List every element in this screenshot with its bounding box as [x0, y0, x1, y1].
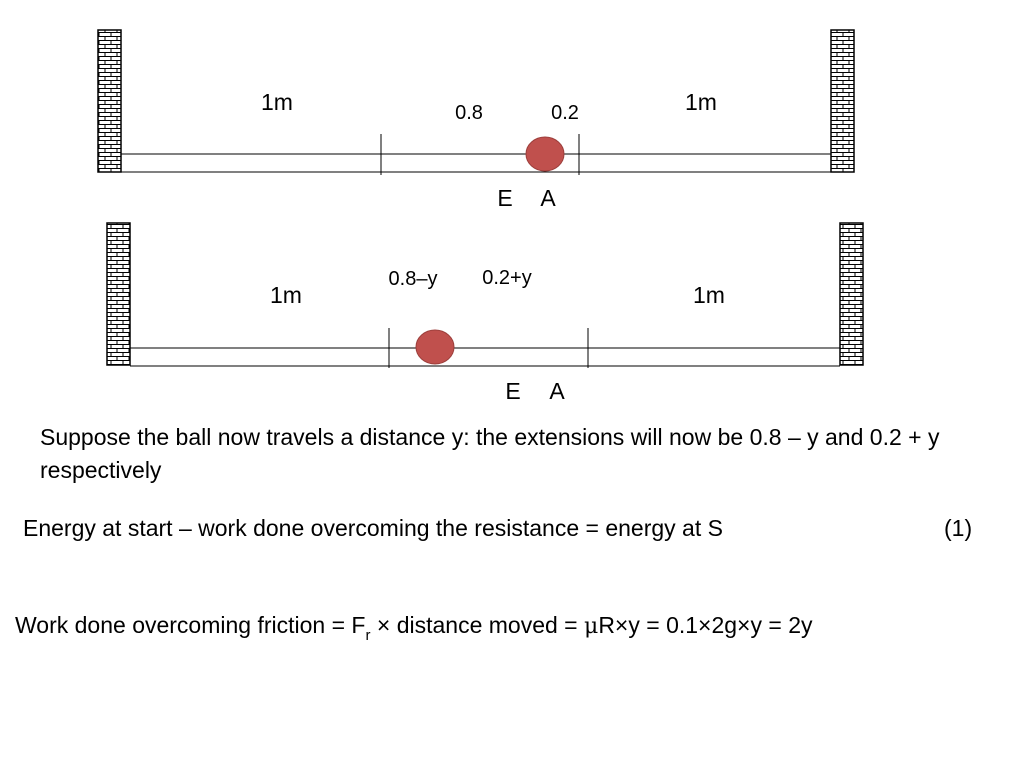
- bottom-diagram: 1m 1m 0.8–y 0.2+y E A: [106, 222, 864, 400]
- ball: [415, 329, 455, 365]
- friction-subscript: r: [365, 627, 371, 644]
- mu-symbol: μ: [584, 614, 599, 639]
- label-E: E: [497, 185, 512, 211]
- ball: [525, 136, 565, 172]
- top-diagram: 1m 1m 0.8 0.2 E A: [97, 29, 855, 211]
- label-A: A: [540, 185, 556, 211]
- label-A: A: [549, 378, 565, 400]
- work-part-2: × distance moved =: [370, 612, 584, 638]
- label-E: E: [505, 378, 520, 400]
- work-part-3: R×y = 0.1×2g×y = 2y: [598, 612, 813, 638]
- label-extension-right: 0.2+y: [482, 267, 531, 289]
- energy-equation: Energy at start – work done overcoming t…: [23, 515, 723, 541]
- explanation-paragraph: Suppose the ball now travels a distance …: [40, 424, 940, 483]
- label-extension-left: 0.8: [455, 102, 483, 124]
- equation-number: (1): [944, 515, 973, 541]
- label-left-length: 1m: [261, 89, 293, 115]
- right-wall: [830, 29, 855, 173]
- label-extension-right: 0.2: [551, 102, 579, 124]
- label-extension-left: 0.8–y: [389, 268, 438, 290]
- right-wall: [839, 222, 864, 366]
- work-friction-equation: Work done overcoming friction = Fr × dis…: [15, 609, 813, 645]
- spring-diagram: 1m 1m 0.8 0.2 E A 1m 1m 0.8–y 0.2+y E A: [97, 29, 864, 400]
- work-part-1: Work done overcoming friction = F: [15, 612, 366, 638]
- label-left-length: 1m: [270, 282, 302, 308]
- label-right-length: 1m: [685, 89, 717, 115]
- left-wall: [106, 222, 131, 366]
- left-wall: [97, 29, 122, 173]
- label-right-length: 1m: [693, 282, 725, 308]
